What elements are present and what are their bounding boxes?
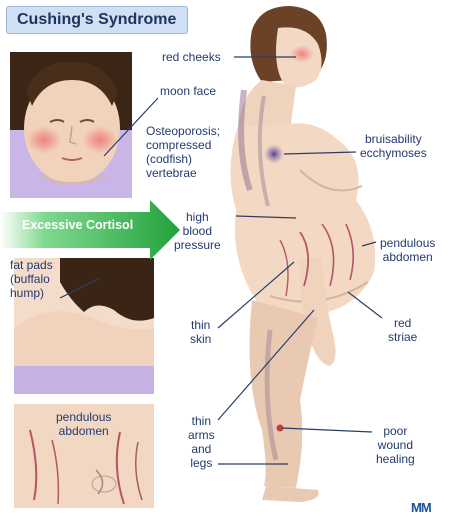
label-red-striae: red striae bbox=[388, 316, 417, 344]
label-red-cheeks: red cheeks bbox=[162, 50, 221, 64]
label-pendulous-abdomen-right: pendulous abdomen bbox=[380, 236, 435, 264]
main-figure bbox=[230, 6, 375, 502]
label-bruisability: bruisability ecchymoses bbox=[360, 132, 427, 160]
label-osteoporosis: Osteoporosis; compressed (codfish) verte… bbox=[146, 124, 220, 180]
inset-moon-face bbox=[10, 52, 132, 198]
label-thin-limbs: thin arms and legs bbox=[188, 414, 215, 470]
label-fat-pads: fat pads (buffalo hump) bbox=[10, 258, 53, 300]
brand-logo: MM bbox=[411, 500, 431, 515]
label-poor-wound: poor wound healing bbox=[376, 424, 415, 466]
page-title: Cushing's Syndrome bbox=[17, 11, 176, 29]
leader-red-striae bbox=[348, 292, 382, 318]
label-high-bp: high blood pressure bbox=[174, 210, 221, 252]
arrow-label: Excessive Cortisol bbox=[22, 218, 133, 232]
label-moon-face: moon face bbox=[160, 84, 216, 98]
title-box: Cushing's Syndrome bbox=[6, 6, 188, 34]
label-pendulous-abdomen-inset: pendulous abdomen bbox=[56, 410, 111, 438]
label-thin-skin: thin skin bbox=[190, 318, 211, 346]
